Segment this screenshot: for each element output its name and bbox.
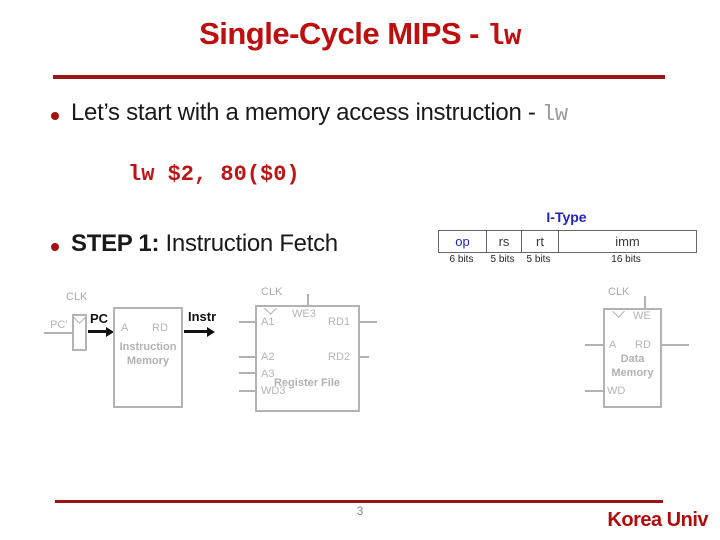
regfile-port-rd2: RD2: [328, 351, 351, 363]
bits-label-imm: 16 bits: [611, 254, 641, 265]
imem-port-a: A: [121, 322, 129, 334]
register-file-box: [255, 305, 360, 412]
page-title: Single-Cycle MIPS - lw: [0, 16, 720, 53]
pc-arrow-wire: [88, 330, 106, 333]
regfile-port-we3: WE3: [292, 308, 316, 320]
instruction-code-line: lw $2, 80($0): [128, 162, 300, 187]
itype-table: op rs rt imm: [438, 230, 697, 253]
dmem-port-rd: RD: [635, 339, 651, 351]
regfile-stub-rd1: [360, 321, 377, 323]
bits-label-rs: 5 bits: [490, 254, 515, 265]
data-memory-name: Data Memory: [611, 353, 654, 379]
regfile-port-a1: A1: [261, 316, 275, 328]
title-rule: [53, 75, 665, 79]
dmem-stub-wd: [585, 390, 603, 392]
pc-prime-label: PC': [50, 319, 68, 331]
dmem-stub-rd: [662, 344, 689, 346]
regfile-port-wd3: WD3: [261, 385, 286, 397]
bits-label-rt: 5 bits: [526, 254, 551, 265]
regfile-port-rd1: RD1: [328, 316, 351, 328]
dmem-port-a: A: [609, 339, 617, 351]
pc-register-box: [72, 314, 87, 351]
dmem-port-wd: WD: [607, 385, 626, 397]
bullet-inline-code: lw: [541, 102, 568, 127]
data-memory-box: [603, 308, 662, 408]
bullet-dot: [51, 243, 59, 251]
regfile-stub-a3: [239, 372, 255, 374]
itype-field-op: op: [455, 234, 470, 249]
org-name: Korea Univ: [607, 509, 708, 531]
we3-wire: [307, 294, 309, 305]
regfile-stub-rd2: [360, 356, 369, 358]
regfile-clk-label: CLK: [261, 286, 283, 298]
pc-prime-wire: [44, 332, 72, 334]
dmem-stub-a: [585, 344, 603, 346]
we-wire: [644, 296, 646, 308]
instruction-memory-box: [113, 307, 183, 408]
footer-rule: [55, 500, 663, 503]
bullet-text: Let’s start with a memory access instruc…: [71, 99, 542, 126]
itype-field-imm: imm: [558, 231, 696, 252]
register-file-name: Register File: [273, 377, 341, 389]
bullet-dot: [51, 112, 59, 120]
title-text: Single-Cycle MIPS -: [199, 16, 488, 51]
instr-label: Instr: [188, 309, 217, 324]
instr-arrow-wire: [184, 330, 207, 333]
imem-port-rd: RD: [152, 322, 168, 334]
title-code-text: lw: [487, 20, 521, 53]
itype-bits-row: 6 bits 5 bits 5 bits 16 bits: [438, 254, 695, 265]
step-label: STEP 1:: [71, 230, 160, 257]
step-text: Instruction Fetch: [159, 230, 339, 257]
bullet-item-memory-access: Let’s start with a memory access instruc…: [71, 99, 568, 127]
regfile-port-a3: A3: [261, 368, 275, 380]
dmem-clk-label: CLK: [608, 286, 630, 298]
regfile-stub-a2: [239, 356, 255, 358]
bits-label-op: 6 bits: [449, 254, 474, 265]
pc-label: PC: [90, 311, 109, 326]
dmem-port-we: WE: [633, 310, 651, 322]
instruction-memory-name: Instruction Memory: [119, 341, 177, 367]
itype-field-rt: rt: [521, 231, 558, 252]
instr-arrowhead-icon: [207, 327, 215, 337]
regfile-stub-wd3: [239, 390, 255, 392]
bullet-item-step1: STEP 1: Instruction Fetch: [71, 230, 338, 258]
itype-field-rs: rs: [486, 231, 521, 252]
itype-label: I-Type: [546, 209, 587, 225]
pc-clk-label: CLK: [66, 291, 88, 303]
regfile-stub-a1: [239, 321, 255, 323]
pc-arrowhead-icon: [106, 327, 114, 337]
page-number: 3: [356, 504, 364, 518]
regfile-port-a2: A2: [261, 351, 275, 363]
